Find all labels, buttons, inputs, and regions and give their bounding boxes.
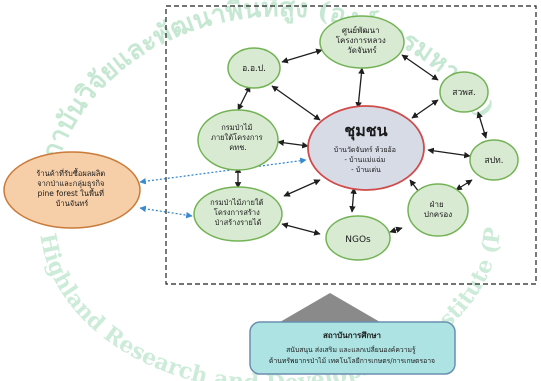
node-ngos [325, 215, 391, 261]
label-institute-title: สถาบันการศึกษา [323, 331, 381, 340]
label-forestdept: กรมป่าไม้ ภายใต้โครงการ คทช. [211, 123, 265, 152]
node-shop [3, 151, 141, 229]
label-center-lines: บ้านวัดจันทร์ ห้วยอ้อ - บ้านแม่แฉ่ม - บ้… [334, 146, 398, 174]
arrow-district-ngos [389, 226, 403, 234]
institute-box [249, 321, 456, 375]
node-oop [227, 47, 281, 89]
label-spod: สวพส. [452, 88, 475, 98]
node-forestdept [197, 109, 279, 171]
label-center-title: ชุมชน [344, 121, 387, 141]
label-district: ฝ่าย ปกครอง [424, 200, 452, 219]
arrow-oop-topcenter [281, 48, 323, 64]
arrow-center-dnp [427, 147, 471, 159]
arrow-center-oop [271, 85, 321, 121]
label-shop: ร้านค้าที่รับซื้อผลผลิต จากป่าและกลุ่มธุ… [36, 168, 107, 208]
arrow-center-topcenter [355, 67, 365, 109]
dotted-arrow-shop-royal [139, 205, 193, 219]
node-district [407, 183, 469, 237]
arrow-center-royal [283, 179, 321, 197]
arrow-dnp-district [455, 179, 473, 191]
label-ngos: NGOs [345, 235, 371, 245]
node-center [307, 105, 425, 191]
label-royalforest: กรมป่าไม้ภายใต้ โครงการสร้าง ป่าสร้างราย… [210, 198, 266, 227]
arrow-center-forestdept [277, 139, 309, 149]
arrow-center-spod [411, 99, 439, 119]
label-oop: อ.อ.ป. [242, 64, 266, 74]
label-institute-lines: สนับสนุน ส่งเสริม และแลกเปลี่ยนองค์ความร… [269, 345, 435, 365]
node-dnp [469, 139, 519, 181]
community-boundary [165, 5, 537, 285]
node-royalforest [193, 186, 283, 242]
arrow-spod-dnp [476, 111, 488, 139]
arrow-center-ngos [349, 187, 357, 213]
arrow-forestdept-oop [237, 85, 251, 111]
node-spod [439, 71, 489, 113]
arrow-ngos-royal [281, 222, 321, 236]
label-dnp: สปท. [485, 156, 504, 166]
support-triangle [280, 293, 380, 322]
node-topcenter [319, 15, 405, 69]
label-topcenter: ศูนย์พัฒนา โครงการหลวง วัดจันทร์ [336, 25, 389, 55]
arrow-topcenter-spod [401, 54, 439, 81]
